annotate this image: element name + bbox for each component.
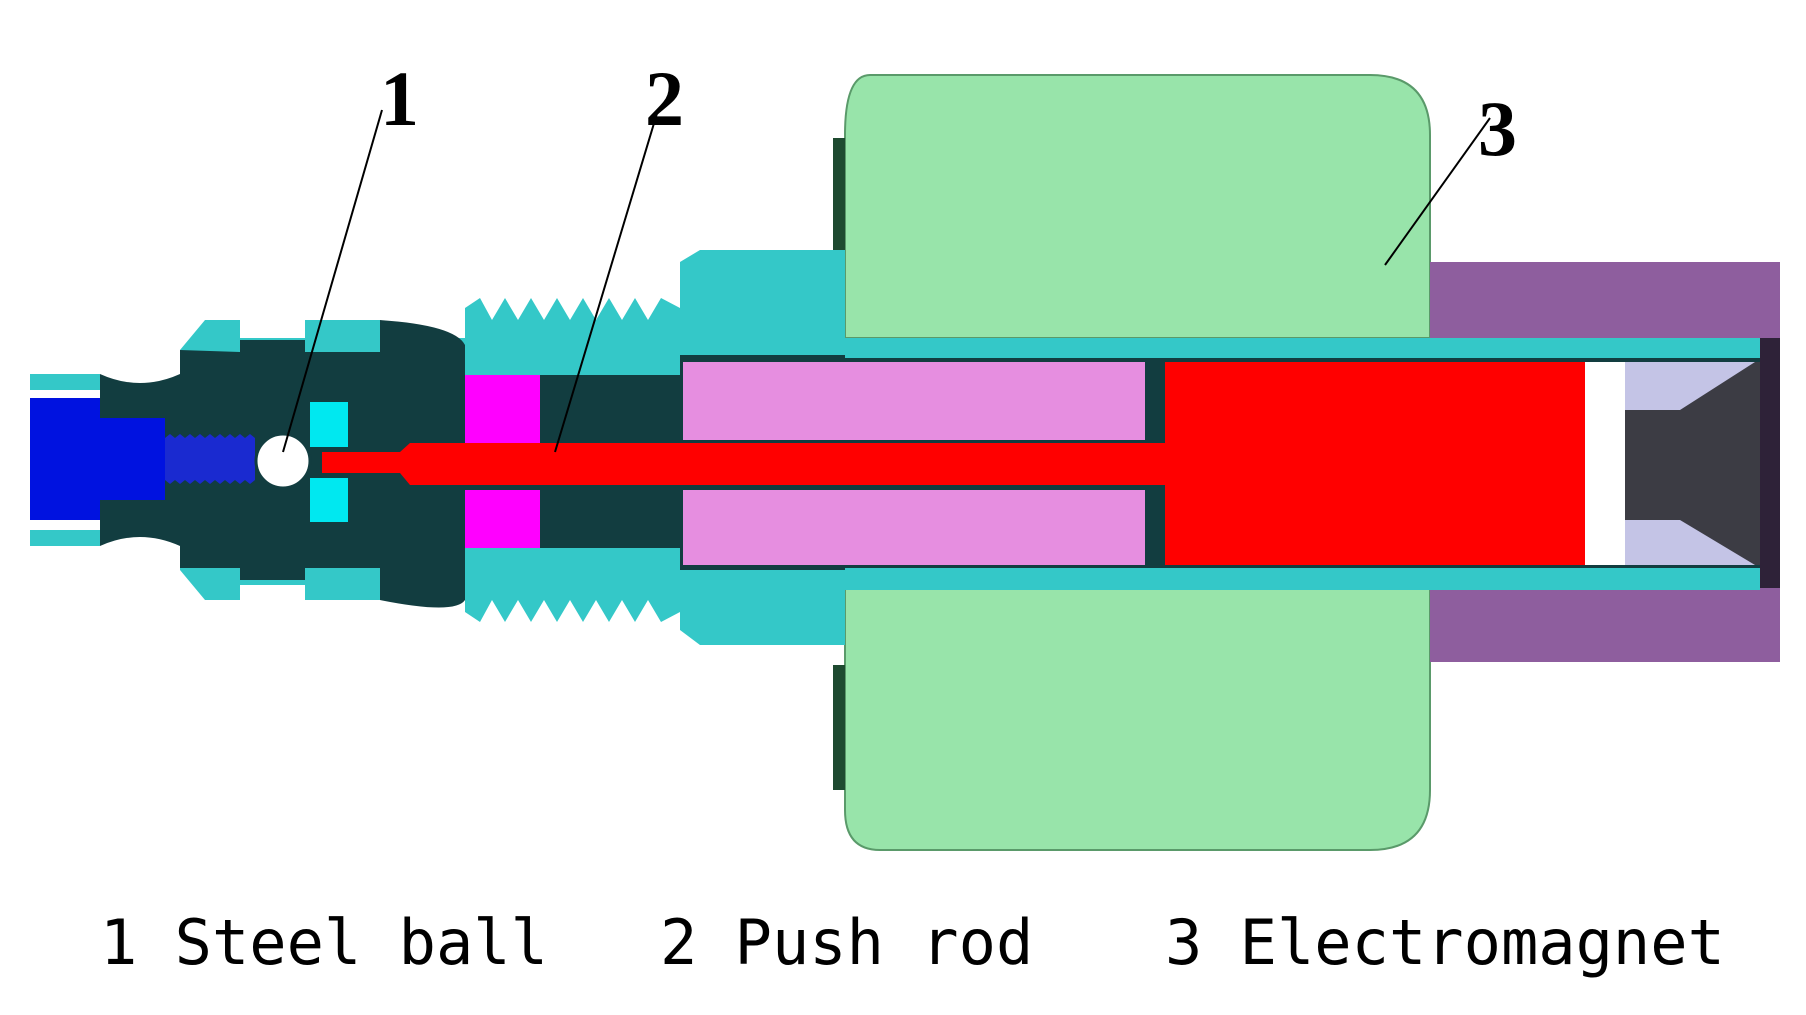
callout-push-rod: 2: [645, 55, 684, 142]
leader-line-steel-ball: [282, 109, 383, 453]
seat-insert-bottom: [310, 478, 348, 522]
pole-piece-top: [683, 362, 1145, 440]
armature: [1165, 362, 1585, 565]
leader-line-push-rod: [554, 109, 659, 453]
inlet-fitting: [30, 398, 165, 520]
end-plug-face-top: [1625, 362, 1755, 410]
electromagnet-coil-top: [844, 74, 1431, 339]
push-rod: [322, 443, 1165, 485]
guide-tube-top: [845, 340, 1760, 358]
coil-flange-top: [833, 138, 845, 263]
steel-ball: [254, 432, 312, 490]
legend-caption: 1 Steel ball 2 Push rod 3 Electromagnet: [0, 898, 1806, 988]
seal-bottom: [465, 490, 540, 548]
electromagnet-coil-bottom: [844, 579, 1431, 851]
end-cap-back: [1760, 338, 1780, 588]
pole-piece-bottom: [683, 490, 1145, 565]
seat-insert-top: [310, 402, 348, 447]
coil-flange-bottom: [833, 665, 845, 790]
seal-top: [465, 375, 540, 445]
end-cap-bottom: [1430, 580, 1780, 662]
callout-steel-ball: 1: [380, 55, 419, 142]
legend-steel-ball: 1 Steel ball: [100, 906, 548, 979]
solenoid-valve-cross-section: 1 2 3: [30, 55, 1780, 851]
armature-gap: [1585, 362, 1625, 565]
inlet-fitting-thread: [165, 434, 255, 484]
callout-electromagnet: 3: [1478, 85, 1517, 172]
end-plug-face-bottom: [1625, 520, 1755, 565]
end-cap-top: [1430, 262, 1780, 344]
legend-push-rod: 2 Push rod: [660, 906, 1034, 979]
legend-electromagnet: 3 Electromagnet: [1165, 906, 1725, 979]
leader-line-electromagnet: [1384, 117, 1491, 266]
guide-tube-bottom: [845, 568, 1760, 586]
